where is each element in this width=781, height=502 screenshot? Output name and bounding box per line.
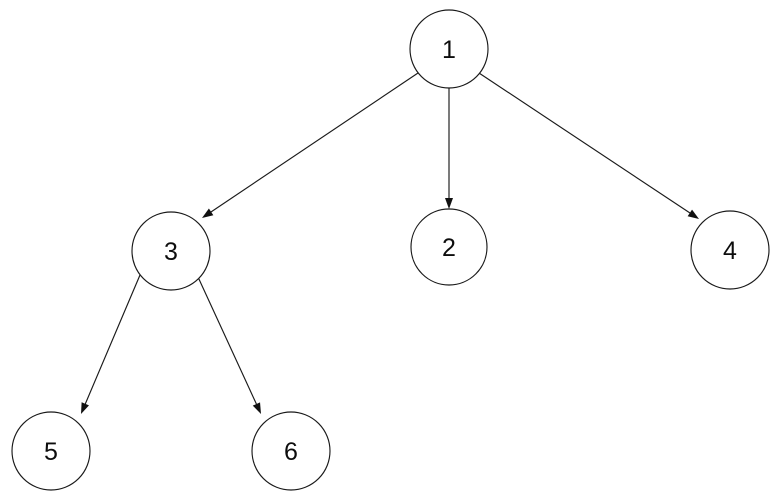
nodes-layer: 1 2 3 4 5 6 [11, 9, 770, 491]
edge-line [83, 274, 141, 406]
node-circle-1[interactable] [409, 9, 489, 89]
node-1[interactable]: 1 [409, 9, 489, 89]
arrowhead-icon [252, 402, 261, 414]
edge-1-to-4 [478, 72, 699, 219]
node-circle-3[interactable] [131, 211, 211, 291]
node-circle-2[interactable] [410, 208, 488, 286]
node-6[interactable]: 6 [251, 411, 331, 491]
node-label-2: 2 [442, 234, 456, 262]
edge-3-to-6 [197, 276, 261, 414]
arrowhead-icon [81, 402, 89, 414]
node-2[interactable]: 2 [410, 208, 488, 286]
edges-layer [81, 72, 699, 414]
node-3[interactable]: 3 [131, 211, 211, 291]
edge-line [478, 72, 692, 215]
node-label-3: 3 [164, 238, 178, 266]
node-label-6: 6 [284, 438, 298, 466]
node-label-1: 1 [442, 36, 456, 64]
node-circle-5[interactable] [11, 411, 91, 491]
arrowhead-icon [687, 209, 699, 219]
edge-3-to-5 [81, 274, 141, 414]
node-circle-6[interactable] [251, 411, 331, 491]
edge-line [197, 276, 258, 407]
edge-line [209, 72, 419, 214]
arrowhead-icon [202, 208, 214, 218]
node-label-5: 5 [44, 438, 58, 466]
node-5[interactable]: 5 [11, 411, 91, 491]
node-circle-4[interactable] [690, 210, 770, 290]
edge-1-to-3 [202, 72, 419, 218]
arrowhead-icon [445, 198, 453, 209]
node-4[interactable]: 4 [690, 210, 770, 290]
edge-1-to-2 [445, 88, 453, 209]
node-label-4: 4 [723, 237, 737, 265]
